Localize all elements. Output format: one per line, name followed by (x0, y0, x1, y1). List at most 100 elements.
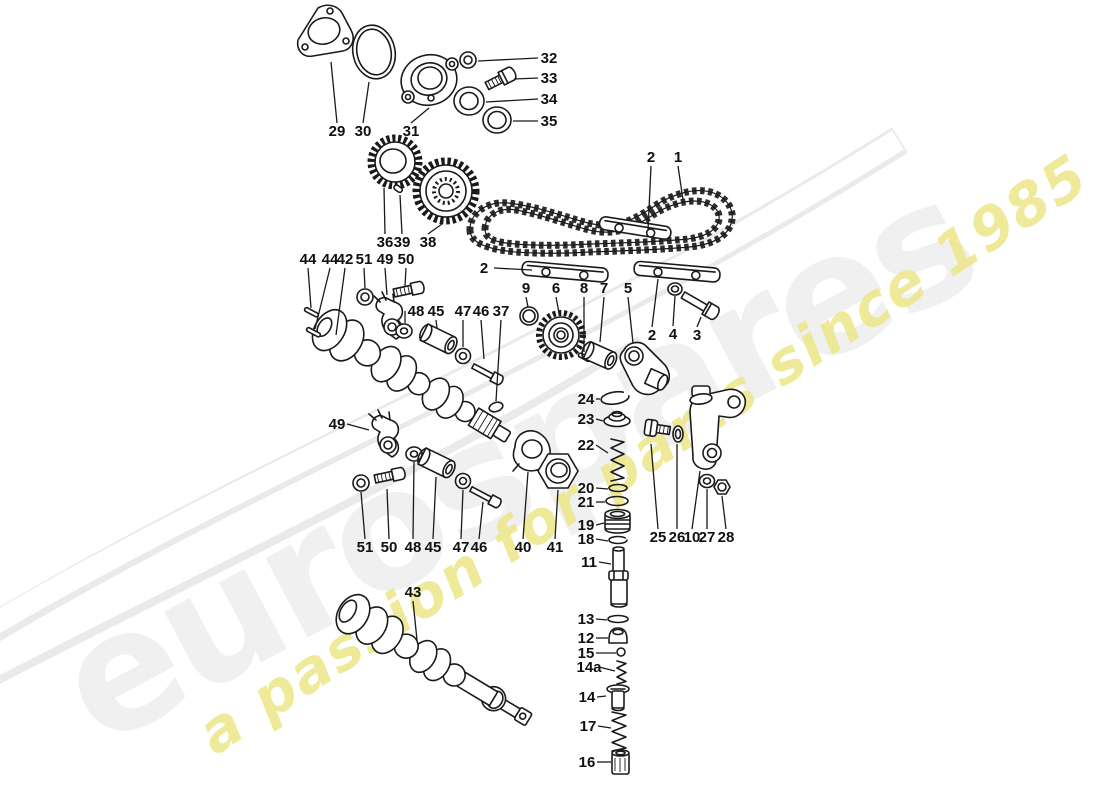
part-label-5: 5 (624, 280, 632, 297)
part-label-14a: 14a (576, 659, 602, 676)
roller-7 (581, 340, 618, 370)
screw-46b (469, 485, 502, 509)
chain-guide-2-right (633, 260, 721, 283)
part-label-21: 21 (578, 494, 595, 511)
part-label-25: 25 (650, 529, 667, 546)
ring-21 (605, 495, 629, 507)
leader-line-50 (386, 488, 390, 540)
leader-line-2 (647, 165, 652, 231)
part-label-49: 49 (377, 251, 394, 268)
part-label-45: 45 (428, 303, 445, 320)
part-label-37: 37 (493, 303, 510, 320)
part-label-2: 2 (647, 149, 655, 166)
leader-line-6 (555, 296, 560, 314)
seal-35 (482, 106, 512, 134)
nut-51b (352, 474, 370, 492)
part-label-41: 41 (547, 539, 564, 556)
part-label-22: 22 (578, 437, 595, 454)
leader-line-23 (595, 418, 604, 422)
leader-line-10 (691, 470, 701, 530)
screw-14 (606, 684, 630, 712)
part-label-50: 50 (398, 251, 415, 268)
part-label-9: 9 (522, 280, 530, 297)
washer-4 (667, 282, 683, 296)
leader-line-33 (513, 77, 539, 80)
part-label-24: 24 (578, 391, 595, 408)
part-label-35: 35 (541, 113, 558, 130)
part-label-3: 3 (693, 327, 701, 344)
leader-line-28 (721, 495, 727, 530)
leader-line-46 (478, 501, 484, 540)
spring-17 (611, 711, 627, 752)
chain-guide-2-top (598, 216, 672, 241)
part-label-10: 10 (684, 529, 701, 546)
leader-line-4 (672, 295, 676, 327)
part-label-17: 17 (580, 718, 597, 735)
leader-line-29 (330, 61, 338, 124)
part-label-14: 14 (579, 689, 596, 706)
part-label-39: 39 (394, 234, 411, 251)
leader-line-45 (432, 476, 437, 540)
seal-34 (453, 86, 485, 116)
leader-line-32 (477, 57, 539, 62)
screw-50b (373, 466, 406, 484)
nut-32 (459, 51, 477, 69)
leader-line-46 (480, 319, 485, 360)
part-label-36: 36 (377, 234, 394, 251)
leader-line-20 (595, 487, 609, 490)
part-label-16: 16 (579, 754, 596, 771)
part-label-42: 42 (337, 251, 354, 268)
part-label-50: 50 (381, 539, 398, 556)
leader-line-2 (651, 278, 659, 328)
part-label-19: 19 (578, 517, 595, 534)
part-label-40: 40 (515, 539, 532, 556)
leader-line-43 (412, 600, 418, 641)
nut-41 (537, 453, 579, 489)
part-label-26: 26 (669, 529, 686, 546)
leader-line-14a (598, 666, 616, 672)
leader-line-41 (554, 489, 559, 540)
leader-line-51 (360, 491, 366, 540)
leader-line-19 (595, 522, 605, 526)
part-label-44: 44 (300, 251, 317, 268)
part-label-38: 38 (420, 234, 437, 251)
leader-line-47 (460, 489, 464, 540)
leader-line-49 (384, 267, 388, 296)
leader-line-9 (525, 296, 529, 308)
part-label-23: 23 (578, 411, 595, 428)
snap-ring-24 (600, 390, 630, 406)
part-label-1: 1 (674, 149, 682, 166)
leader-line-18 (595, 538, 609, 542)
part-label-46: 46 (471, 539, 488, 556)
sprocket-6 (536, 310, 586, 360)
roller-45b (417, 447, 456, 479)
leader-line-42 (335, 267, 346, 336)
part-label-15: 15 (578, 645, 595, 662)
part-label-47: 47 (455, 303, 472, 320)
part-label-51: 51 (357, 539, 374, 556)
parts-layer (296, 4, 747, 775)
nut-51a (356, 288, 374, 306)
leader-line-34 (485, 98, 539, 103)
part-label-33: 33 (541, 70, 558, 87)
leader-line-5 (627, 296, 634, 344)
bolt-25 (643, 418, 672, 438)
leader-line-45 (435, 319, 438, 329)
leader-line-25 (650, 443, 659, 530)
idler-arm-10 (689, 385, 747, 470)
leader-line-38 (427, 223, 443, 235)
leader-line-44 (307, 267, 312, 309)
part-label-34: 34 (541, 91, 558, 108)
leader-line-30 (362, 81, 370, 124)
pin-44a (303, 306, 320, 318)
gasket-29 (296, 4, 354, 58)
leader-line-2 (493, 267, 533, 271)
end-cover-31 (400, 53, 459, 107)
part-label-45: 45 (425, 539, 442, 556)
piston-19 (604, 508, 631, 534)
leader-line-36 (383, 187, 386, 235)
nut-28 (713, 479, 731, 495)
part-label-4: 4 (669, 326, 678, 343)
